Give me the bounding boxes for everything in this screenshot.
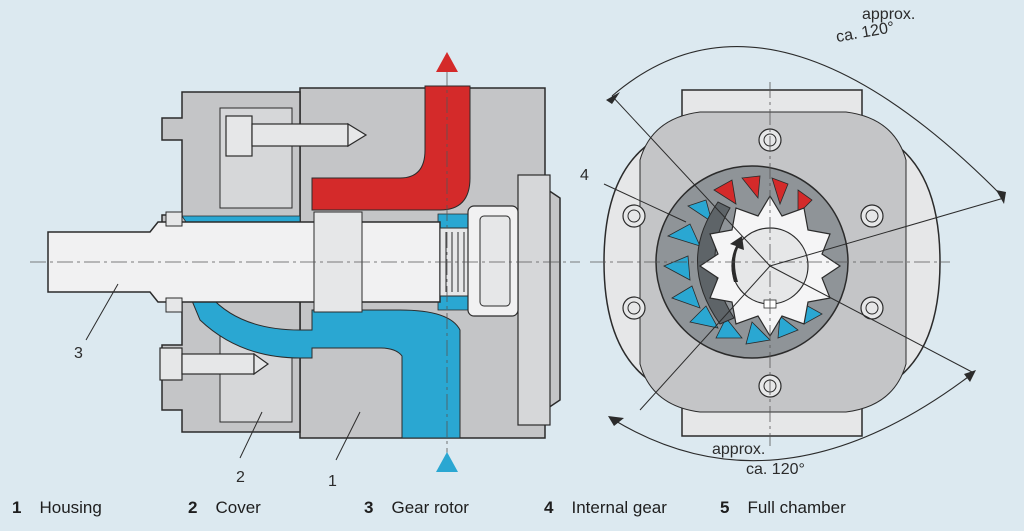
legend: 1 Housing 2 Cover 3 Gear rotor 4 Internal ge… — [0, 492, 1024, 526]
angle-ray-lower — [769, 265, 973, 373]
legend-item-cover: 2 Cover — [188, 498, 261, 518]
suction-teeth — [663, 199, 823, 345]
annotation-bottom-approx: approx. — [712, 441, 765, 458]
pressure-teeth — [713, 175, 813, 215]
shaft-bearing — [439, 205, 519, 317]
end-cap — [517, 174, 551, 426]
callout-2: 2 — [236, 469, 245, 486]
legend-label: Internal gear — [571, 498, 667, 517]
lower-bolt — [159, 347, 270, 381]
sectional-view: 3 2 1 — [30, 52, 580, 490]
leader-2 — [239, 411, 263, 459]
suction-channel — [189, 295, 461, 439]
legend-label: Cover — [215, 498, 261, 517]
leader-1 — [335, 411, 361, 461]
leader-3 — [85, 283, 119, 341]
blue-triangle-arrow-up-icon — [436, 452, 458, 472]
angle-arc-lower — [613, 373, 973, 462]
legend-label: Gear rotor — [391, 498, 469, 517]
arc-arrowhead-upper-right — [996, 190, 1006, 204]
callout-1: 1 — [328, 473, 337, 490]
rotation-arrow-icon — [730, 236, 744, 282]
pressure-channel — [311, 85, 471, 211]
legend-number: 4 — [544, 498, 554, 517]
legend-item-full-chamber: 5 Full chamber — [720, 498, 846, 518]
arc-arrowhead-lower-left — [608, 416, 624, 426]
legend-number: 5 — [720, 498, 730, 517]
legend-number: 2 — [188, 498, 198, 517]
legend-item-internal-gear: 4 Internal gear — [544, 498, 667, 518]
legend-item-housing: 1 Housing — [12, 498, 102, 518]
seal-upper — [165, 211, 183, 227]
seal-lower — [165, 297, 183, 313]
red-triangle-arrow-up-icon — [436, 52, 458, 72]
annotation-top-angle: ca. 120° — [835, 19, 896, 46]
legend-number: 1 — [12, 498, 22, 517]
angle-ray-lower-left — [639, 265, 771, 411]
legend-label: Housing — [39, 498, 102, 517]
annotation-top-approx: approx. — [862, 6, 915, 23]
leader-4 — [603, 183, 687, 223]
angle-ray-upper-left — [611, 95, 771, 267]
callout-3: 3 — [74, 345, 83, 362]
angle-arc-upper — [611, 46, 1005, 199]
legend-label: Full chamber — [747, 498, 846, 517]
upper-bolt — [225, 115, 368, 157]
legend-number: 3 — [364, 498, 374, 517]
legend-item-gear-rotor: 3 Gear rotor — [364, 498, 469, 518]
callout-4: 4 — [580, 167, 589, 184]
bolt-holes — [622, 128, 884, 398]
arc-arrowhead-upper-left — [606, 92, 620, 104]
angle-ray-upper — [769, 197, 1005, 267]
annotation-bottom-angle: ca. 120° — [746, 461, 805, 478]
end-view: 4 approx. ca. 120° approx. ca. 120° — [580, 6, 1006, 478]
arc-arrowhead-lower-right — [964, 370, 976, 382]
